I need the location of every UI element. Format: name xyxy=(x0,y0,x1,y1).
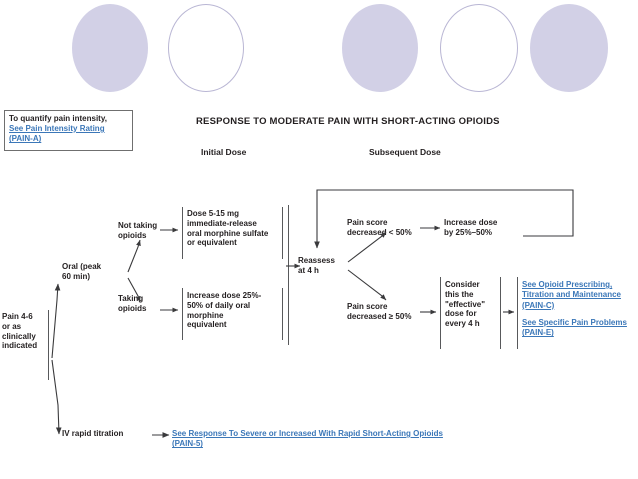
dose-tolerant-box-left-rule xyxy=(182,288,183,340)
branch-taking-opioids-label: Taking opioids xyxy=(118,294,147,313)
link-response-to-severe-rapid-opioids[interactable]: See Response To Severe or Increased With… xyxy=(172,429,443,449)
page-title: RESPONSE TO MODERATE PAIN WITH SHORT-ACT… xyxy=(196,116,500,127)
dose-tolerant-box-right-rule xyxy=(282,288,283,340)
link-specific-pain-problems[interactable]: See Specific Pain Problems (PAIN-E) xyxy=(522,318,627,338)
entry-criteria-rule xyxy=(48,310,49,380)
entry-criteria-label: Pain 4-6 or as clinically indicated xyxy=(2,312,38,351)
reassess-text: Reassess at 4 h xyxy=(298,256,335,275)
links-group-left-rule xyxy=(517,277,518,349)
action-increase-dose-label: Increase dose by 25%–50% xyxy=(444,218,498,237)
link-opioid-prescribing-titration-maintenance[interactable]: See Opioid Prescribing, Titration and Ma… xyxy=(522,280,621,310)
pain-intensity-reference-box[interactable]: To quantify pain intensity, See Pain Int… xyxy=(4,110,133,151)
decorative-circle-1 xyxy=(72,4,148,92)
effective-dose-box-right-rule xyxy=(500,277,501,349)
dose-tolerant-text: Increase dose 25%- 50% of daily oral mor… xyxy=(187,291,262,330)
branch-not-taking-opioids-label: Not taking opioids xyxy=(118,221,158,240)
column-header-initial-dose: Initial Dose xyxy=(201,147,247,157)
outcome-partial-label: Pain score decreased < 50% xyxy=(347,218,412,237)
dose-naive-box-left-rule xyxy=(182,207,183,259)
reference-box-intro: To quantify pain intensity, xyxy=(9,114,107,123)
reassess-box-left-rule xyxy=(288,205,289,345)
dose-naive-text: Dose 5-15 mg immediate-release oral morp… xyxy=(187,209,269,248)
decorative-circle-3 xyxy=(342,4,418,92)
effective-dose-text: Consider this the "effective" dose for e… xyxy=(445,280,486,328)
route-iv-label: IV rapid titration xyxy=(62,429,124,438)
decorative-circle-4 xyxy=(440,4,518,92)
route-oral-label: Oral (peak 60 min) xyxy=(62,262,102,281)
decorative-circle-5 xyxy=(530,4,608,92)
column-header-subsequent-dose: Subsequent Dose xyxy=(369,147,441,157)
outcome-effective-label: Pain score decreased ≥ 50% xyxy=(347,302,412,321)
decorative-circle-2 xyxy=(168,4,244,92)
link-pain-intensity-rating[interactable]: See Pain Intensity Rating (PAIN-A) xyxy=(9,124,105,144)
effective-dose-box-left-rule xyxy=(440,277,441,349)
dose-naive-box-right-rule xyxy=(282,207,283,259)
